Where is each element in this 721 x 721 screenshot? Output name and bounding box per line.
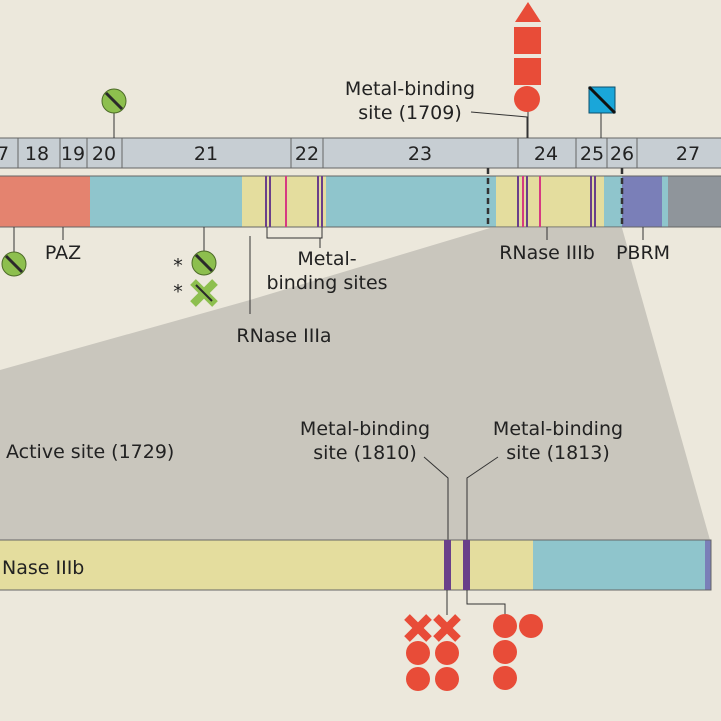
paz-label: PAZ (45, 242, 81, 264)
exon-label-20: 20 (92, 143, 116, 165)
red-circle-icon (493, 614, 517, 638)
red-cross-icon (433, 614, 461, 642)
protein-domain-bar (0, 168, 721, 228)
metal-binding-1810-label-l2: site (1810) (313, 442, 417, 464)
red-circle-icon (493, 640, 517, 664)
rnase-iiia-label: RNase IIIa (236, 325, 331, 347)
rnase-iiib-zoom-label: Nase IIIb (2, 557, 84, 579)
exon-label-24: 24 (534, 143, 558, 165)
red-cross-icon (404, 614, 432, 642)
active-site-label: Active site (1729) (6, 441, 174, 463)
metal-binding-1813-label-l1: Metal-binding (493, 418, 623, 440)
exon-label-19: 19 (61, 143, 85, 165)
exon-label-21: 21 (194, 143, 218, 165)
red-circle-icon (435, 641, 459, 665)
red-circle-icon (519, 614, 543, 638)
exon-label-25: 25 (580, 143, 604, 165)
red-circle-icon (514, 86, 540, 112)
exon-label-26: 26 (610, 143, 634, 165)
red-square-icon (514, 58, 541, 85)
zoom-projection (0, 228, 710, 540)
exon-label-18: 18 (25, 143, 49, 165)
exon-label-22: 22 (295, 143, 319, 165)
metal-binding-1813-label-l2: site (1813) (506, 442, 610, 464)
exon-label-27: 27 (676, 143, 700, 165)
green-circle-slash-icon (191, 250, 217, 276)
zoomed-rnase-iiib: Active site (1729) Metal-binding site (1… (0, 418, 712, 691)
green-cross-icon (190, 279, 218, 307)
red-circle-icon (406, 667, 430, 691)
red-square-icon (514, 27, 541, 54)
asterisk-icon: * (173, 281, 183, 303)
red-circle-icon (406, 641, 430, 665)
metal-binding-1709-label-l1: Metal-binding (345, 78, 475, 100)
red-circle-icon (435, 667, 459, 691)
metal-binding-sites-label-l2: binding sites (266, 272, 387, 294)
green-circle-slash-icon (101, 88, 127, 114)
metal-binding-1709-label-l2: site (1709) (358, 102, 462, 124)
top-markers: Metal-binding site (1709) (101, 2, 617, 138)
metal-binding-sites-label-l1: Metal- (297, 248, 356, 270)
exon-band: 7 18 19 20 21 22 23 24 25 26 27 (0, 137, 721, 169)
pbrm-label: PBRM (616, 242, 670, 264)
asterisk-icon: * (173, 255, 183, 277)
bar-labels: PAZ * * RNase IIIa Metal- binding sites … (1, 227, 670, 347)
exon-label-23: 23 (408, 143, 432, 165)
metal-binding-1810-label-l1: Metal-binding (300, 418, 430, 440)
green-circle-slash-icon (1, 251, 27, 277)
blue-square-slash-icon (587, 85, 617, 115)
red-circle-icon (493, 666, 517, 690)
red-triangle-icon (515, 2, 541, 22)
exon-label-7: 7 (0, 143, 9, 165)
rnase-iiib-label: RNase IIIb (499, 242, 595, 264)
